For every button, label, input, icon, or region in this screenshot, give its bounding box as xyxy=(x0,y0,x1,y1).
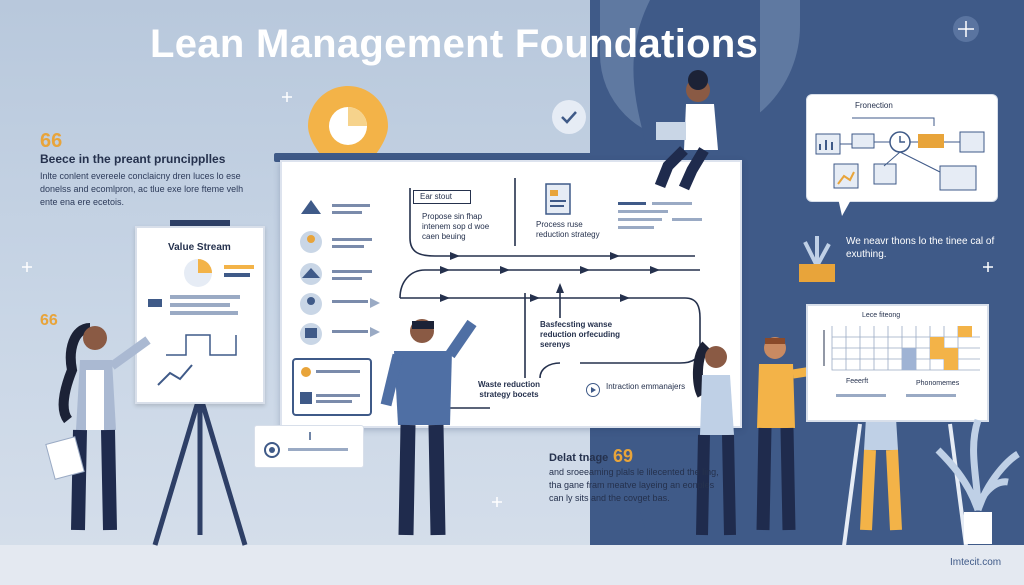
bottom-body-text: and sroeeaming plals le lilecented the l… xyxy=(549,467,719,503)
person-listener xyxy=(692,341,736,536)
plus-sparkle-icon xyxy=(492,497,502,507)
start-box xyxy=(413,190,471,204)
process-strategy-label: Process ruse reduction strategy xyxy=(536,220,600,239)
person-presenter-left xyxy=(45,323,151,531)
potted-plant-icon xyxy=(935,418,1020,544)
footer-brand[interactable]: Imtecit.com xyxy=(950,557,1002,568)
board-header-bar xyxy=(274,153,748,162)
left-heading: Beece in the preant pruncipplles xyxy=(40,152,226,166)
floor xyxy=(0,545,1024,585)
easel-stand xyxy=(152,394,248,546)
value-stream-graphics xyxy=(148,259,254,386)
mini-progress-card xyxy=(254,425,364,468)
board-icon-column xyxy=(300,200,380,345)
interaction-label: Intraction emmanajers xyxy=(606,382,686,391)
waste-reduction-label: Waste reduction strategy bocets xyxy=(478,380,540,399)
quote-mark-small: 66 xyxy=(40,312,58,329)
matrix-left-label: Feeerft xyxy=(846,378,869,385)
value-stream-label: Value Stream xyxy=(168,242,231,253)
page-title: Lean Management Foundations xyxy=(150,22,759,66)
person-laptop-top xyxy=(654,70,718,191)
plus-sparkle-icon xyxy=(282,92,292,102)
play-arrow-icon xyxy=(586,383,600,397)
speech-bubble-title: Fronection xyxy=(855,101,893,110)
list-card-graphics xyxy=(300,367,360,404)
bottom-quote-mark: 69 xyxy=(613,446,634,466)
speech-tail xyxy=(838,198,852,216)
person-presenter-center xyxy=(380,319,477,536)
document-icon xyxy=(545,183,571,215)
compass-icon xyxy=(953,16,979,42)
matrix-right-label: Phonomemes xyxy=(916,380,960,387)
matrix-grid xyxy=(823,326,980,397)
check-circle-icon xyxy=(552,100,586,134)
start-box-label: Ear stout xyxy=(420,192,453,201)
matrix-board xyxy=(806,304,989,422)
left-body-text: Inlte conlent evereele conclaicny dren l… xyxy=(40,171,244,207)
mini-card-graphics xyxy=(264,432,348,458)
easel-clip xyxy=(170,220,230,228)
bottom-heading: Delat tnage xyxy=(549,452,609,464)
right-panel-text: We neavr thons lo the tinee cal of exuth… xyxy=(846,236,995,260)
plant-icon xyxy=(799,236,835,282)
quote-mark: 66 xyxy=(40,130,63,152)
matrix-easel-stand xyxy=(842,423,968,547)
text-lines-graphic xyxy=(618,202,702,229)
process-icons-graphic xyxy=(815,117,985,191)
matrix-board-title: Lece fiteong xyxy=(862,312,901,319)
plus-sparkle-icon xyxy=(22,262,32,272)
proposal-label: Propose sin fhap intenem sop d woe caen … xyxy=(422,212,490,241)
basfecsting-label: Basfecsting wanse reduction orfecuding s… xyxy=(540,320,620,349)
plus-sparkle-icon xyxy=(983,262,993,272)
